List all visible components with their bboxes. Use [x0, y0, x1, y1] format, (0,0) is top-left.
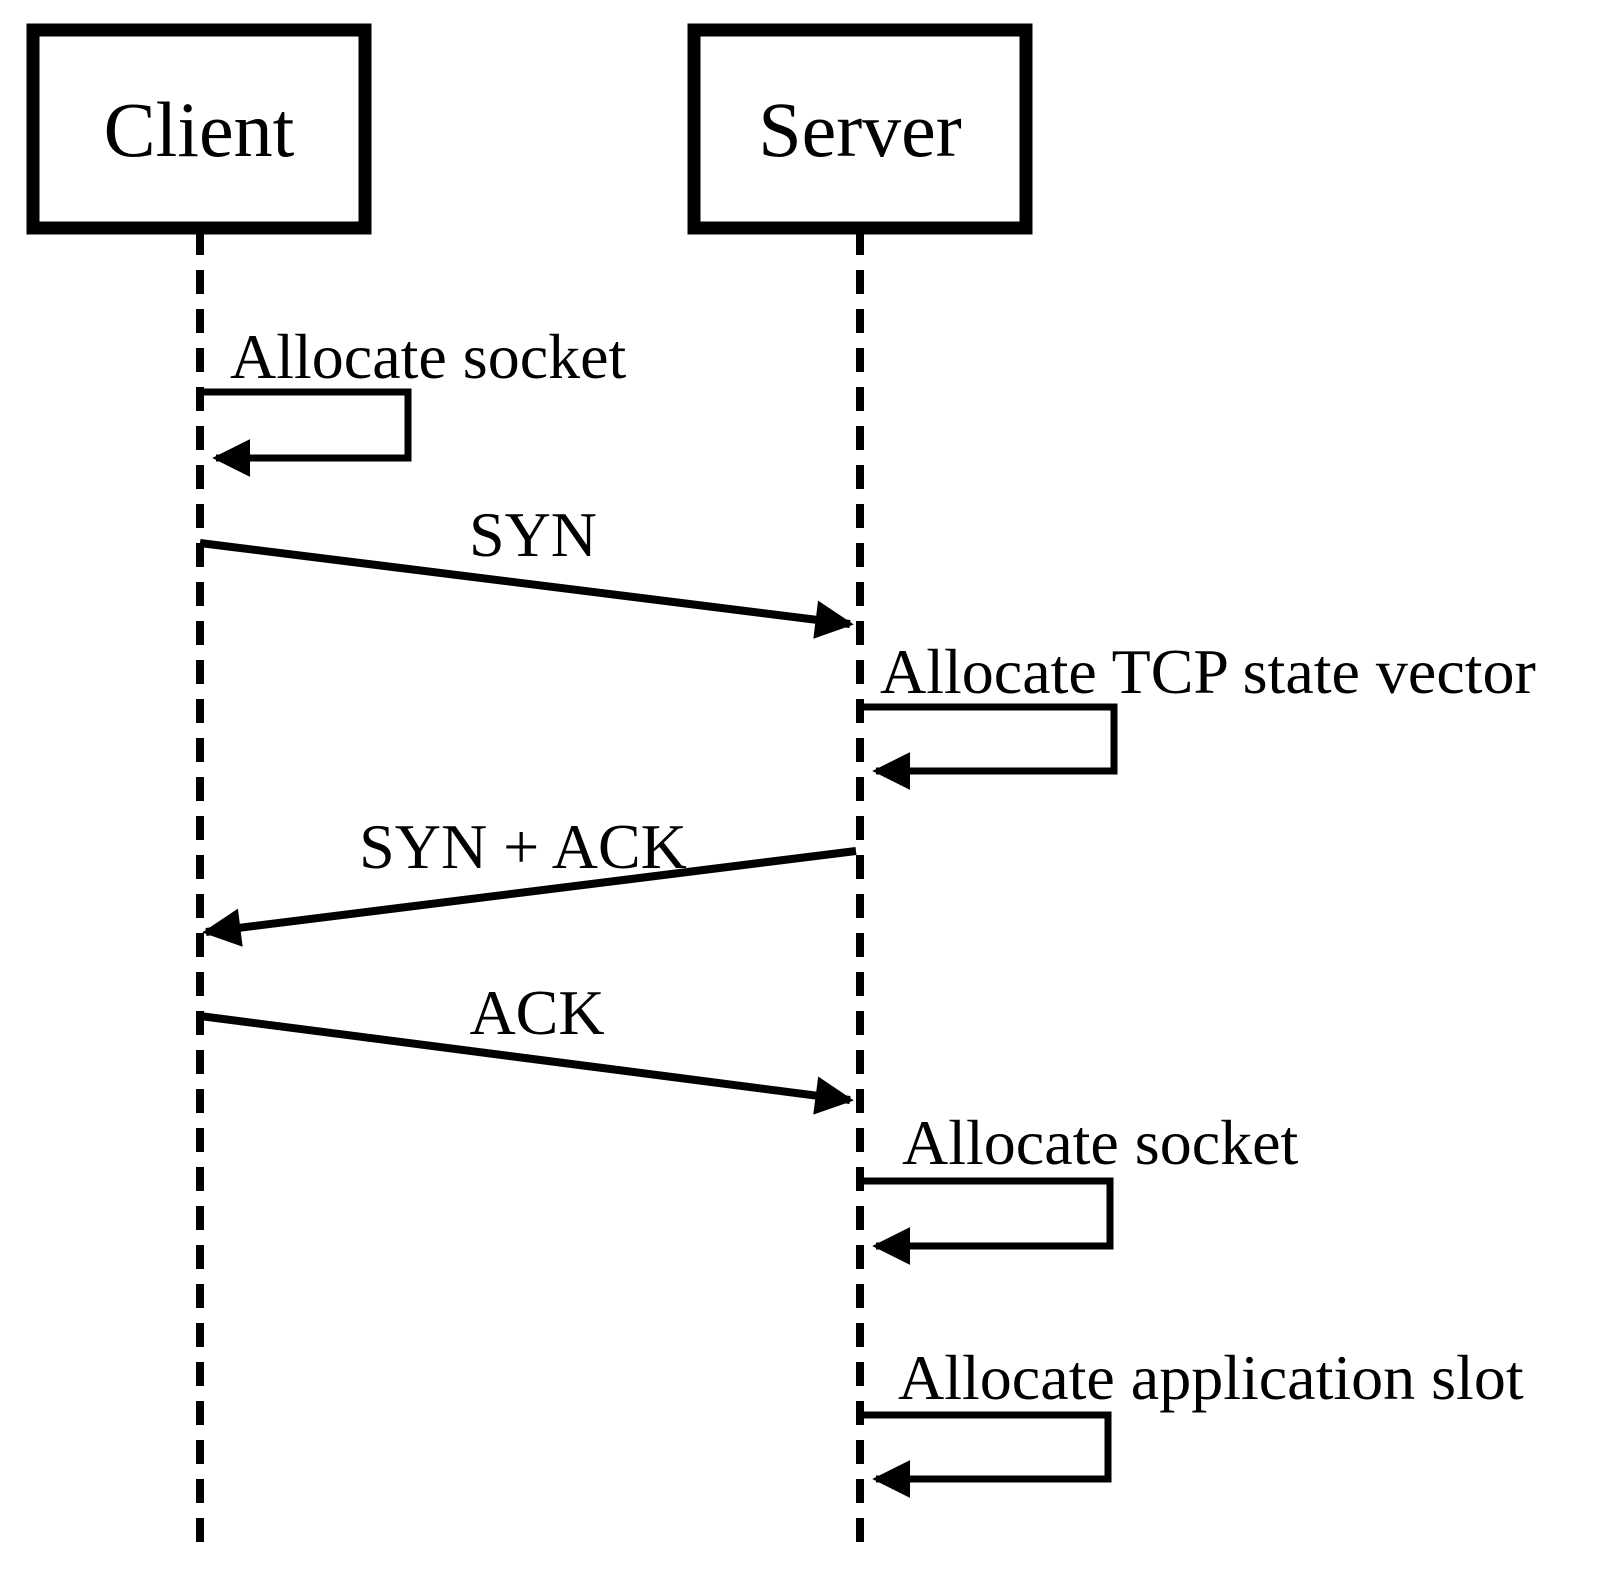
ack-arrow — [199, 1012, 854, 1115]
syn-ack-label: SYN + ACK — [359, 811, 687, 882]
syn-arrow — [199, 539, 854, 639]
server-actor-box — [687, 23, 1033, 235]
client-allocate-socket-self-arrow — [202, 388, 412, 477]
server-allocate-socket-self-arrow — [862, 1177, 1114, 1265]
client-actor-label: Client — [104, 86, 295, 173]
server-allocate-tcp-state-vector-self-arrow — [862, 703, 1118, 790]
client-allocate-socket-label: Allocate socket — [230, 321, 627, 392]
server-allocate-application-slot-self-arrow — [862, 1411, 1112, 1498]
client-actor-box — [26, 23, 372, 235]
server-allocate-socket-label: Allocate socket — [902, 1107, 1299, 1178]
server-allocate-application-slot-label: Allocate application slot — [898, 1342, 1524, 1413]
syn-label: SYN — [469, 499, 597, 570]
server-actor-label: Server — [758, 86, 962, 173]
ack-label: ACK — [469, 977, 604, 1048]
syn-ack-arrow — [202, 847, 857, 947]
server-allocate-tcp-state-vector-label: Allocate TCP state vector — [880, 636, 1536, 707]
